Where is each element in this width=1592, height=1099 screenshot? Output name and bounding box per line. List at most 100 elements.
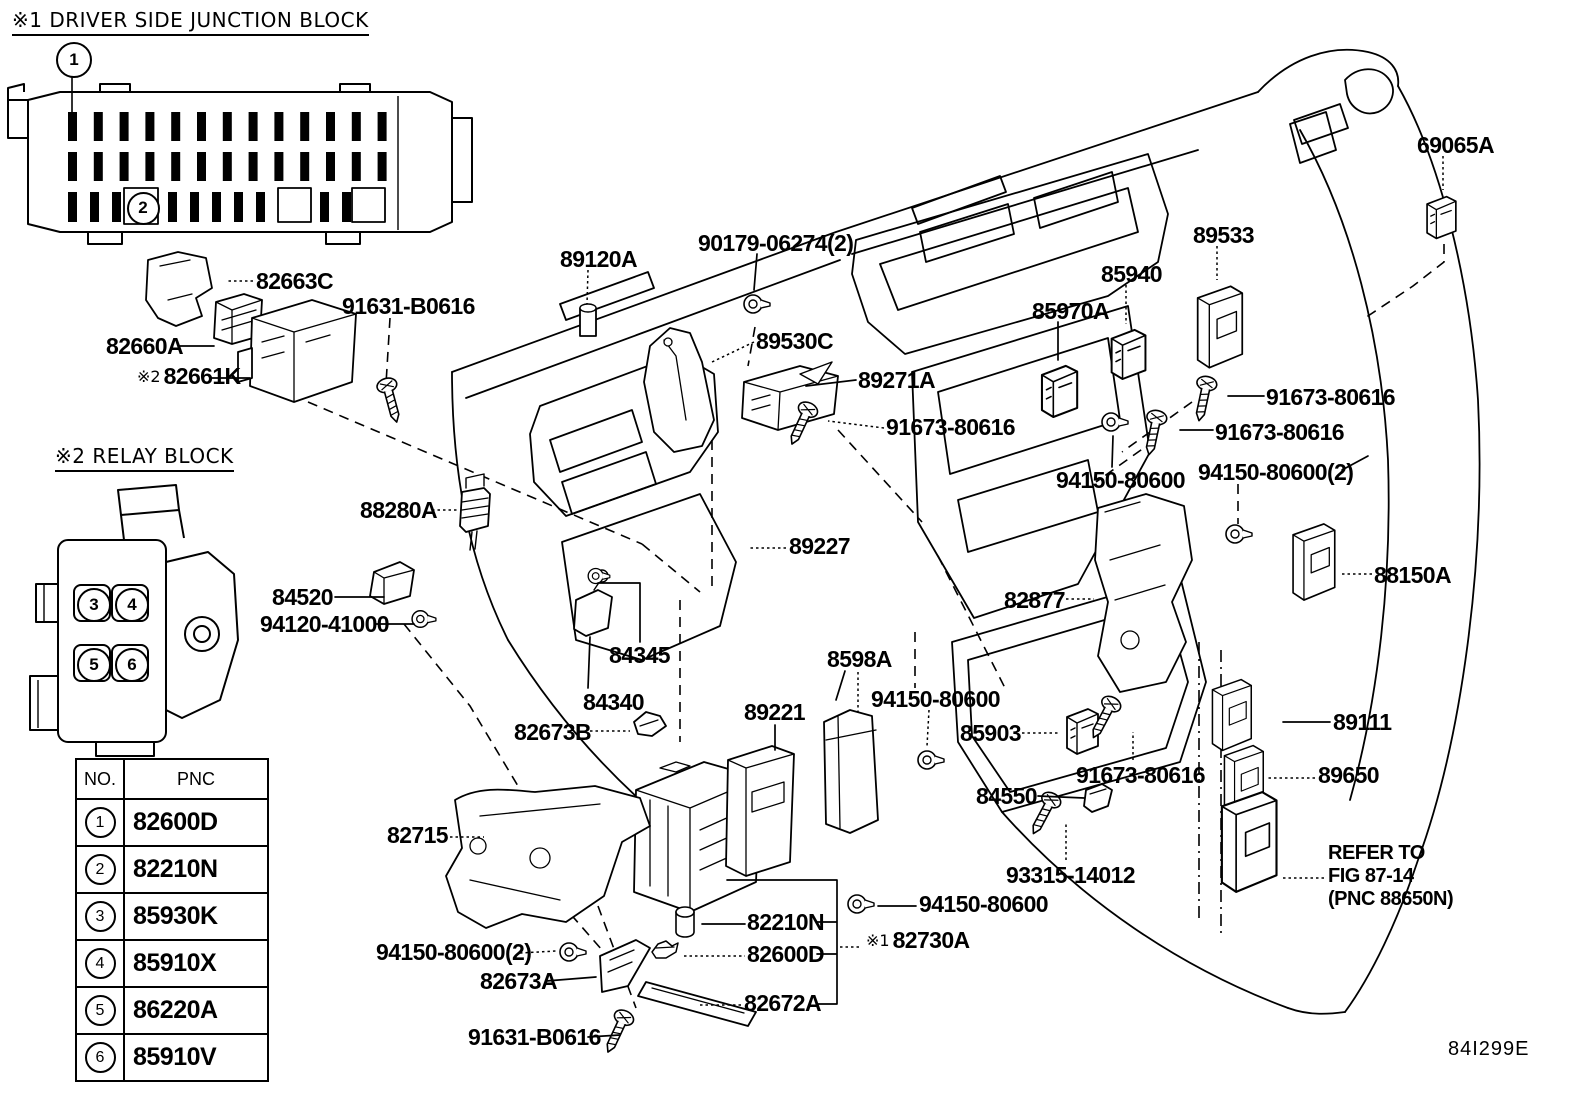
fuse-slot xyxy=(326,112,335,141)
part-label-82877: 82877 xyxy=(1004,587,1066,613)
callout-3: 3 xyxy=(77,588,111,622)
leader-lines-dotted xyxy=(228,156,1444,1006)
part-label-91631-b0616: 91631-B0616 xyxy=(468,1024,601,1050)
part-82673a-icon xyxy=(599,939,651,993)
part-84520-icon xyxy=(369,561,415,605)
part-label-69065a: 69065A xyxy=(1417,132,1495,158)
pnc-value-82210n: 82210N xyxy=(123,845,269,894)
refer-note-line2: FIG 87-14 xyxy=(1328,865,1414,887)
pnc-value-85910v: 85910V xyxy=(123,1033,269,1082)
part-label-89271a: 89271A xyxy=(858,367,936,393)
part-label-94150-80600: 94150-80600 xyxy=(871,686,1001,712)
part-label-89120a: 89120A xyxy=(560,246,638,272)
callout-1: 1 xyxy=(84,807,116,838)
part-label-85940: 85940 xyxy=(1101,261,1163,287)
refer-note: REFER TO FIG 87-14 (PNC 88650N) xyxy=(1328,842,1454,911)
pnc-row-number: 4 xyxy=(75,939,125,988)
part-label-89221: 89221 xyxy=(744,699,806,725)
pnc-value-85930k: 85930K xyxy=(123,892,269,941)
nut-90179-icon xyxy=(743,294,771,314)
pnc-value-86220a: 86220A xyxy=(123,986,269,1035)
callout-1: 1 xyxy=(56,42,92,78)
fuse-slot xyxy=(342,192,351,222)
callout-6: 6 xyxy=(115,648,149,682)
part-85970a-icon xyxy=(1040,364,1079,419)
screw-91673-icon xyxy=(1138,407,1169,458)
part-label-89650: 89650 xyxy=(1318,762,1380,788)
label-note-prefix: ※2 xyxy=(137,367,161,386)
part-82661k-icon xyxy=(237,299,357,403)
part-88150a-icon xyxy=(1292,523,1336,601)
screw-91673-icon xyxy=(1188,373,1219,424)
fuse-slot xyxy=(274,112,284,141)
nut-94150-icon xyxy=(559,942,587,962)
part-82600d-icon xyxy=(651,940,679,959)
part-89221-icon xyxy=(725,745,795,877)
grommet-icon xyxy=(587,567,611,585)
part-82715-icon xyxy=(445,785,651,929)
pnc-row-number: 1 xyxy=(75,798,125,847)
part-89533-icon xyxy=(1196,285,1244,369)
part-label-89111: 89111 xyxy=(1333,709,1392,735)
pnc-table-header-pnc: PNC xyxy=(123,758,269,800)
part-label-91673-80616: 91673-80616 xyxy=(886,414,1016,440)
part-89111-icon xyxy=(1211,678,1253,752)
part-label-85903: 85903 xyxy=(960,720,1022,746)
part-89271a-icon xyxy=(741,361,839,431)
dashboard-outline xyxy=(451,48,1481,1015)
label-note-prefix: ※1 xyxy=(866,931,890,950)
part-88280a-icon xyxy=(459,473,491,551)
part-69065a-icon xyxy=(1426,195,1457,240)
callout-5: 5 xyxy=(84,995,116,1026)
part-8598a-icon xyxy=(823,709,879,834)
figure-code: 84I299E xyxy=(1448,1038,1530,1060)
pnc-value-85910x: 85910X xyxy=(123,939,269,988)
fuse-slot xyxy=(274,152,284,181)
nut-94120-icon xyxy=(411,609,437,629)
nut-94150-icon xyxy=(1225,524,1253,544)
part-label-94120-41000: 94120-41000 xyxy=(260,611,390,637)
part-84550-icon xyxy=(1083,783,1113,813)
fuse-slot xyxy=(234,192,243,222)
part-label-82600d: 82600D xyxy=(747,941,825,967)
fuse-slot xyxy=(119,112,129,141)
fuse-slot xyxy=(320,192,329,222)
part-label-82673a: 82673A xyxy=(480,968,558,994)
part-label-82715: 82715 xyxy=(387,822,449,848)
callout-3: 3 xyxy=(84,901,116,932)
part-label-89530c: 89530C xyxy=(756,328,834,354)
fuse-slot xyxy=(377,112,387,141)
part-82877-icon xyxy=(1094,493,1193,693)
part-label-94150-80600(2): 94150-80600(2) xyxy=(1198,459,1354,485)
fuse-slot xyxy=(197,152,206,181)
refer-note-line3: (PNC 88650N) xyxy=(1328,888,1454,910)
part-label-91673-80616: 91673-80616 xyxy=(1266,384,1396,410)
part-label-91631-b0616: 91631-B0616 xyxy=(342,293,475,319)
part-label-84340: 84340 xyxy=(583,689,645,715)
fuse-slot xyxy=(112,192,121,222)
fuse-slot xyxy=(351,152,361,181)
callout-4: 4 xyxy=(115,588,149,622)
pnc-table-header-no: NO. xyxy=(75,758,125,800)
pnc-row-number: 2 xyxy=(75,845,125,894)
fuse-slot xyxy=(68,192,77,222)
part-label-94150-80600: 94150-80600 xyxy=(919,891,1049,917)
part-label-84550: 84550 xyxy=(976,783,1038,809)
part-label-82210n: 82210N xyxy=(747,909,825,935)
junction-block-title: ※1 DRIVER SIDE JUNCTION BLOCK xyxy=(12,8,369,36)
fuse-slot xyxy=(377,152,387,181)
callout-5: 5 xyxy=(77,648,111,682)
nut-94150-icon xyxy=(847,894,875,914)
fuse-slot xyxy=(145,112,155,141)
relay-block-title: ※2 RELAY BLOCK xyxy=(55,444,234,472)
fuse-slot xyxy=(300,112,310,141)
fuse-slot xyxy=(145,152,155,181)
callout-2: 2 xyxy=(126,191,160,225)
part-label-89227: 89227 xyxy=(789,533,851,559)
part-drawings xyxy=(145,195,1457,1058)
part-82672a-icon xyxy=(637,981,757,1027)
